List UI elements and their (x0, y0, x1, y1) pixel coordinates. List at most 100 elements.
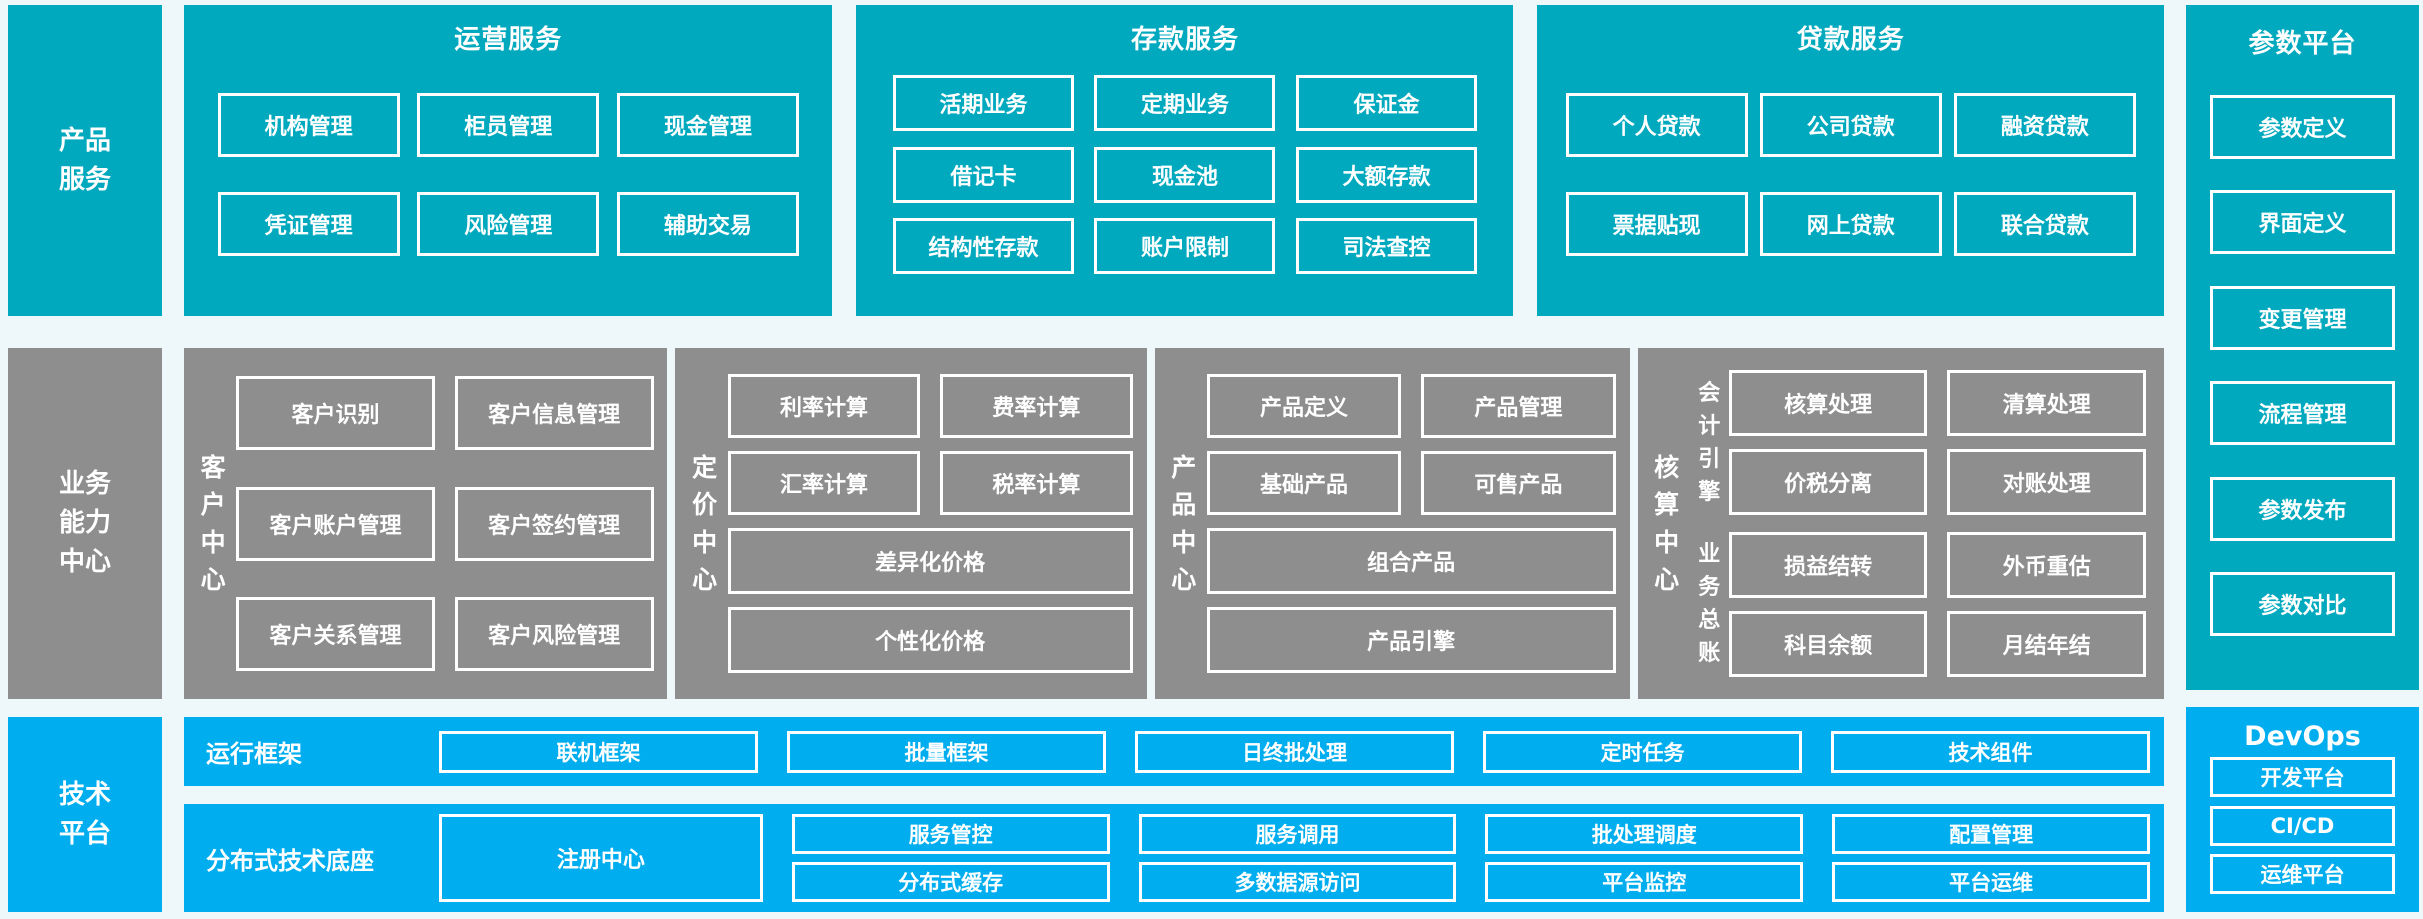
accounting-center-label-text: 核算中心 (1654, 452, 1680, 595)
module-box: 服务调用 (1138, 814, 1457, 854)
module-row: 票据贴现 网上贷款 联合贷款 (1553, 191, 2148, 256)
rail-technology-platform-label: 技术平台 (58, 779, 111, 849)
main-content: 运营服务 机构管理 柜员管理 现金管理 凭证管理 风险管理 辅助交易 存款服务 (184, 5, 2164, 912)
module-row: 产品定义 产品管理 (1206, 374, 1616, 438)
module-box: 配置管理 (1832, 814, 2150, 854)
product-center-label-text: 产品中心 (1171, 452, 1197, 595)
product-services-row: 运营服务 机构管理 柜员管理 现金管理 凭证管理 风险管理 辅助交易 存款服务 (184, 5, 2164, 316)
module-box: 技术组件 (1831, 730, 2150, 773)
module-box: 费率计算 (940, 374, 1133, 438)
module-box: 柜员管理 (417, 93, 600, 158)
panel-pricing-center: 定价中心 利率计算 费率计算 汇率计算 税率计算 差异化价格 个性 (675, 348, 1147, 699)
rail-product-services: 产品服务 (8, 5, 162, 316)
pricing-center-grid: 利率计算 费率计算 汇率计算 税率计算 差异化价格 个性化价格 (727, 348, 1133, 699)
spacer (184, 699, 2164, 717)
distributed-base-label: 分布式技术底座 (206, 846, 374, 875)
accounting-center-groups: 会计引擎 核算处理 清算处理 价税分离 对账处理 (1690, 348, 2147, 699)
devops-title: DevOps (2244, 720, 2361, 752)
left-rail-column: 产品服务 业务能力中心 技术平台 (8, 5, 162, 912)
business-ledger-label-text: 业务总账 (1698, 542, 1721, 667)
module-box: 定期业务 (1094, 74, 1276, 131)
spacer (8, 316, 162, 348)
module-box: 日终批处理 (1135, 730, 1454, 773)
runtime-framework-boxes: 联机框架 批量框架 日终批处理 定时任务 技术组件 (439, 730, 2150, 773)
module-box: 科目余额 (1728, 610, 1928, 677)
parameter-platform-title: 参数平台 (2248, 28, 2357, 59)
module-box: 网上贷款 (1759, 191, 1942, 256)
module-box: 价税分离 (1728, 449, 1928, 516)
module-row: 凭证管理 风险管理 辅助交易 (200, 191, 816, 256)
spacer (184, 316, 2164, 348)
module-box: 定时任务 (1483, 730, 1802, 773)
panel-loan-services: 贷款服务 个人贷款 公司贷款 融资贷款 票据贴现 网上贷款 联合贷款 (1537, 5, 2164, 316)
module-box: 产品管理 (1421, 374, 1616, 438)
distributed-base-boxes: 注册中心 服务管控 分布式缓存 服务调用 多数据源访问 批处理调度 平台监控 (439, 814, 2150, 902)
module-box: 多数据源访问 (1138, 862, 1457, 902)
pricing-center-label: 定价中心 (691, 449, 717, 599)
module-box: 辅助交易 (616, 191, 799, 256)
panel-product-center: 产品中心 产品定义 产品管理 基础产品 可售产品 组合产品 产品引 (1154, 348, 1630, 699)
module-box: 批处理调度 (1485, 814, 1804, 854)
module-row: 借记卡 现金池 大额存款 (872, 146, 1497, 203)
customer-center-grid: 客户识别 客户信息管理 客户账户管理 客户签约管理 客户关系管理 客户风险管理 (236, 348, 654, 699)
technology-platform-rows: 运行框架 联机框架 批量框架 日终批处理 定时任务 技术组件 分布式技术底座 注… (184, 717, 2164, 912)
runtime-framework-label: 运行框架 (206, 740, 302, 768)
spacer (184, 786, 2164, 804)
module-row: 核算处理 清算处理 (1728, 370, 2147, 437)
module-box: 客户信息管理 (454, 376, 654, 450)
module-box: 对账处理 (1947, 449, 2147, 516)
module-box: 司法查控 (1295, 218, 1477, 275)
panel-accounting-center: 核算中心 会计引擎 核算处理 清算处理 价税分离 (1637, 348, 2164, 699)
accounting-engine-group: 会计引擎 核算处理 清算处理 价税分离 对账处理 (1690, 370, 2147, 516)
module-box: 客户识别 (236, 376, 435, 450)
module-row: 组合产品 (1206, 528, 1616, 594)
module-box: 保证金 (1295, 74, 1477, 131)
module-box: 税率计算 (940, 451, 1133, 515)
module-box: 现金池 (1094, 146, 1276, 203)
module-row: 活期业务 定期业务 保证金 (872, 74, 1497, 131)
module-box: 联机框架 (439, 730, 758, 773)
panel-operations-services: 运营服务 机构管理 柜员管理 现金管理 凭证管理 风险管理 辅助交易 (184, 5, 833, 316)
module-box: 基础产品 (1206, 451, 1402, 515)
module-box: 客户关系管理 (236, 597, 435, 671)
module-box: 开发平台 (2210, 757, 2395, 797)
module-box: 运维平台 (2210, 854, 2395, 894)
module-box: 客户签约管理 (454, 486, 654, 561)
module-box: 平台运维 (1832, 862, 2150, 902)
panel-devops: DevOps 开发平台 CI/CD 运维平台 (2186, 707, 2419, 912)
module-row: 个性化价格 (727, 607, 1133, 673)
customer-center-label: 客户中心 (200, 449, 226, 599)
module-box: 个人贷款 (1565, 93, 1748, 158)
module-row: 利率计算 费率计算 (727, 374, 1133, 438)
module-box: 注册中心 (439, 814, 763, 902)
pricing-center-label-text: 定价中心 (692, 452, 718, 595)
module-column: 服务管控 分布式缓存 (791, 814, 1110, 902)
band-distributed-base: 分布式技术底座 注册中心 服务管控 分布式缓存 服务调用 多数据源访问 批处理调… (184, 804, 2164, 912)
business-ledger-grid: 损益结转 外币重估 科目余额 月结年结 (1728, 531, 2147, 677)
module-box: 联合贷款 (1953, 191, 2136, 256)
deposit-services-title: 存款服务 (1130, 24, 1239, 55)
module-box: 公司贷款 (1759, 93, 1942, 158)
business-ledger-group: 业务总账 损益结转 外币重估 科目余额 月结年结 (1690, 531, 2147, 677)
module-box: 外币重估 (1947, 531, 2147, 598)
module-row: 基础产品 可售产品 (1206, 451, 1616, 515)
module-box: 票据贴现 (1565, 191, 1748, 256)
module-box: 参数发布 (2210, 476, 2395, 541)
rail-technology-platform: 技术平台 (8, 717, 162, 912)
module-box: 客户账户管理 (236, 486, 435, 561)
module-row: 损益结转 外币重估 (1728, 531, 2147, 598)
module-box: 账户限制 (1094, 218, 1276, 275)
module-box: 活期业务 (892, 74, 1074, 131)
module-box: 月结年结 (1947, 610, 2147, 677)
module-column: 服务调用 多数据源访问 (1138, 814, 1457, 902)
module-box: 服务管控 (791, 814, 1110, 854)
module-box: 凭证管理 (217, 191, 400, 256)
loan-services-body: 个人贷款 公司贷款 融资贷款 票据贴现 网上贷款 联合贷款 (1553, 59, 2148, 290)
module-box: 可售产品 (1421, 451, 1616, 515)
module-row: 差异化价格 (727, 528, 1133, 594)
module-row: 价税分离 对账处理 (1728, 449, 2147, 516)
module-box: 分布式缓存 (791, 862, 1110, 902)
loan-services-title: 贷款服务 (1796, 24, 1905, 55)
module-box: 客户风险管理 (454, 597, 654, 671)
